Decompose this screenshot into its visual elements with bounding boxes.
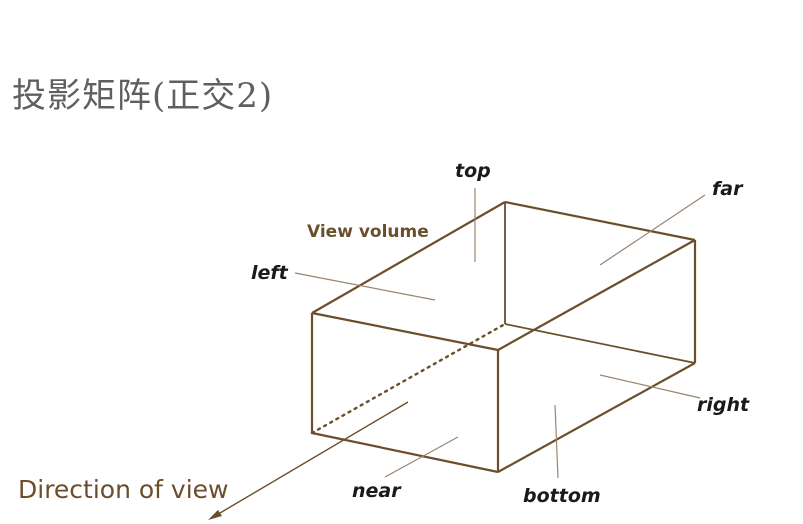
label-left: left — [251, 262, 289, 284]
box-edge — [497, 239, 696, 351]
leader-lines — [294, 188, 706, 479]
box-edge — [311, 201, 506, 314]
leader-bottom — [554, 404, 559, 479]
direction-arrow-line — [219, 401, 409, 514]
label-direction-of-view: Direction of view — [18, 475, 229, 504]
view-volume-box — [310, 200, 697, 474]
label-far: far — [712, 178, 744, 200]
hidden-edge-dotted — [310, 322, 507, 435]
label-view-volume: View volume — [307, 222, 429, 242]
label-bottom: bottom — [523, 485, 601, 507]
box-edge-hidden — [504, 323, 696, 364]
leader-left — [294, 272, 436, 301]
box-edge — [504, 200, 696, 242]
direction-arrowhead-icon — [208, 510, 222, 520]
box-edge — [311, 431, 499, 474]
box-edge — [311, 311, 499, 352]
leader-near — [384, 436, 459, 478]
box-edge — [497, 362, 696, 473]
label-right: right — [697, 394, 750, 416]
leader-right — [599, 374, 701, 399]
label-top: top — [455, 160, 491, 182]
leader-far — [599, 194, 706, 266]
slide-title: 投影矩阵(正交2) — [12, 76, 274, 116]
label-near: near — [352, 480, 402, 502]
